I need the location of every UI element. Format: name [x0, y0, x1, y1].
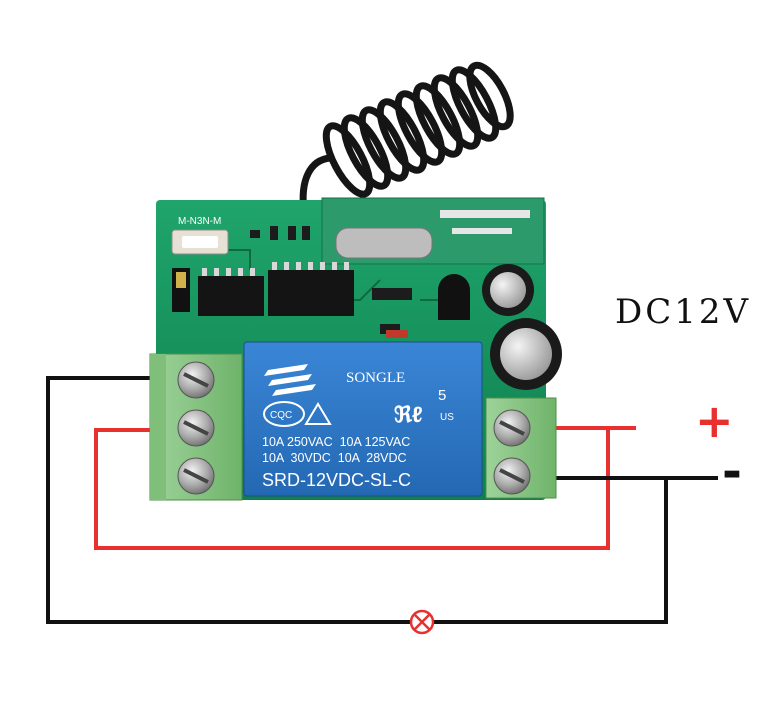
ul-mark-icon: ℜℓ — [394, 402, 423, 427]
antenna-coil — [299, 61, 514, 216]
lamp-icon — [409, 609, 435, 635]
terminal-block-left — [149, 353, 243, 501]
relay-brand: SONGLE — [346, 370, 405, 386]
relay-cert-us: US — [440, 412, 454, 423]
relay-cert-cqc: CQC — [270, 410, 292, 421]
screw-terminal — [493, 457, 531, 495]
songle-logo-icon — [264, 364, 316, 396]
red-wire-loop — [94, 426, 610, 550]
cqc-mark-icon — [263, 401, 305, 427]
screw-terminal — [177, 409, 215, 447]
negative-terminal-label: - — [722, 444, 742, 500]
supply-voltage-label: DC12V — [615, 292, 752, 332]
ce-triangle-icon — [304, 402, 332, 425]
board-silk-label: M-N3N-M — [178, 216, 221, 227]
screw-terminal — [177, 457, 215, 495]
relay-rating-line-2: 10A 30VDC 10A 28VDC — [262, 451, 407, 465]
ic-chip-left — [198, 276, 264, 316]
relay-model: SRD-12VDC-SL-C — [262, 470, 411, 490]
ic-chip-right — [268, 270, 354, 316]
relay-rating-line-1: 10A 250VAC 10A 125VAC — [262, 435, 410, 449]
screw-terminal — [493, 409, 531, 447]
positive-terminal-label: + — [695, 394, 734, 448]
black-wire-load — [46, 376, 718, 624]
terminal-block-right — [485, 397, 557, 499]
relay: SONGLE 5 CQC ℜℓ US 10A 250VAC 10A 125VAC… — [243, 341, 483, 497]
relay-number: 5 — [438, 387, 446, 404]
transistor — [438, 274, 470, 320]
screw-terminal — [177, 361, 215, 399]
